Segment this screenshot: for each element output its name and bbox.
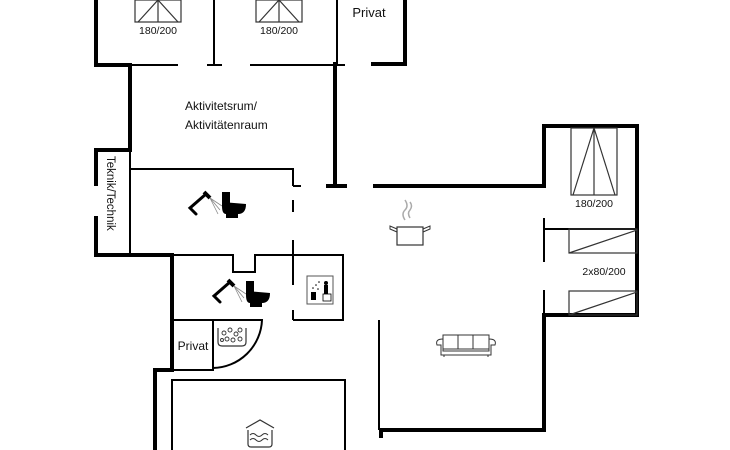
toilet-icon [246,281,270,307]
exterior-walls [94,0,639,450]
bed-size-label: 180/200 [260,25,298,37]
sofa-icon [436,334,496,357]
wall-west-lower [94,216,174,450]
pool-icon [245,419,275,448]
bed-size-label: 2x80/200 [582,266,625,278]
shower-icon [187,190,223,216]
toilet-icon [222,192,246,218]
sauna-icon [306,275,334,305]
wall-segment [130,168,294,186]
room-label-technik: Teknik/Technik [104,156,116,231]
cooking-pot-icon [389,199,431,246]
bed-size-label: 180/200 [139,25,177,37]
wall-east [373,124,639,432]
single-beds-icon [568,228,638,316]
whirlpool-icon [217,327,247,347]
shower-icon [211,278,247,304]
interior-walls [129,0,637,450]
wall-segment [171,320,214,371]
wall-west-upper [94,0,132,152]
wall-segment [212,319,264,369]
room-label-privat: Privat [178,339,209,353]
wall-segment [172,254,344,321]
double-bed-icon [255,0,303,23]
bed-size-label: 180/200 [575,198,613,210]
wall-north-privat [371,0,407,66]
room-label-activity-2: Aktivitätenraum [185,118,268,132]
double-bed-icon [134,0,182,23]
wall-segment [171,379,346,450]
room-label-privat: Privat [352,5,386,20]
double-bed-icon [570,127,618,196]
room-label-activity-1: Aktivitetsrum/ [185,99,258,113]
